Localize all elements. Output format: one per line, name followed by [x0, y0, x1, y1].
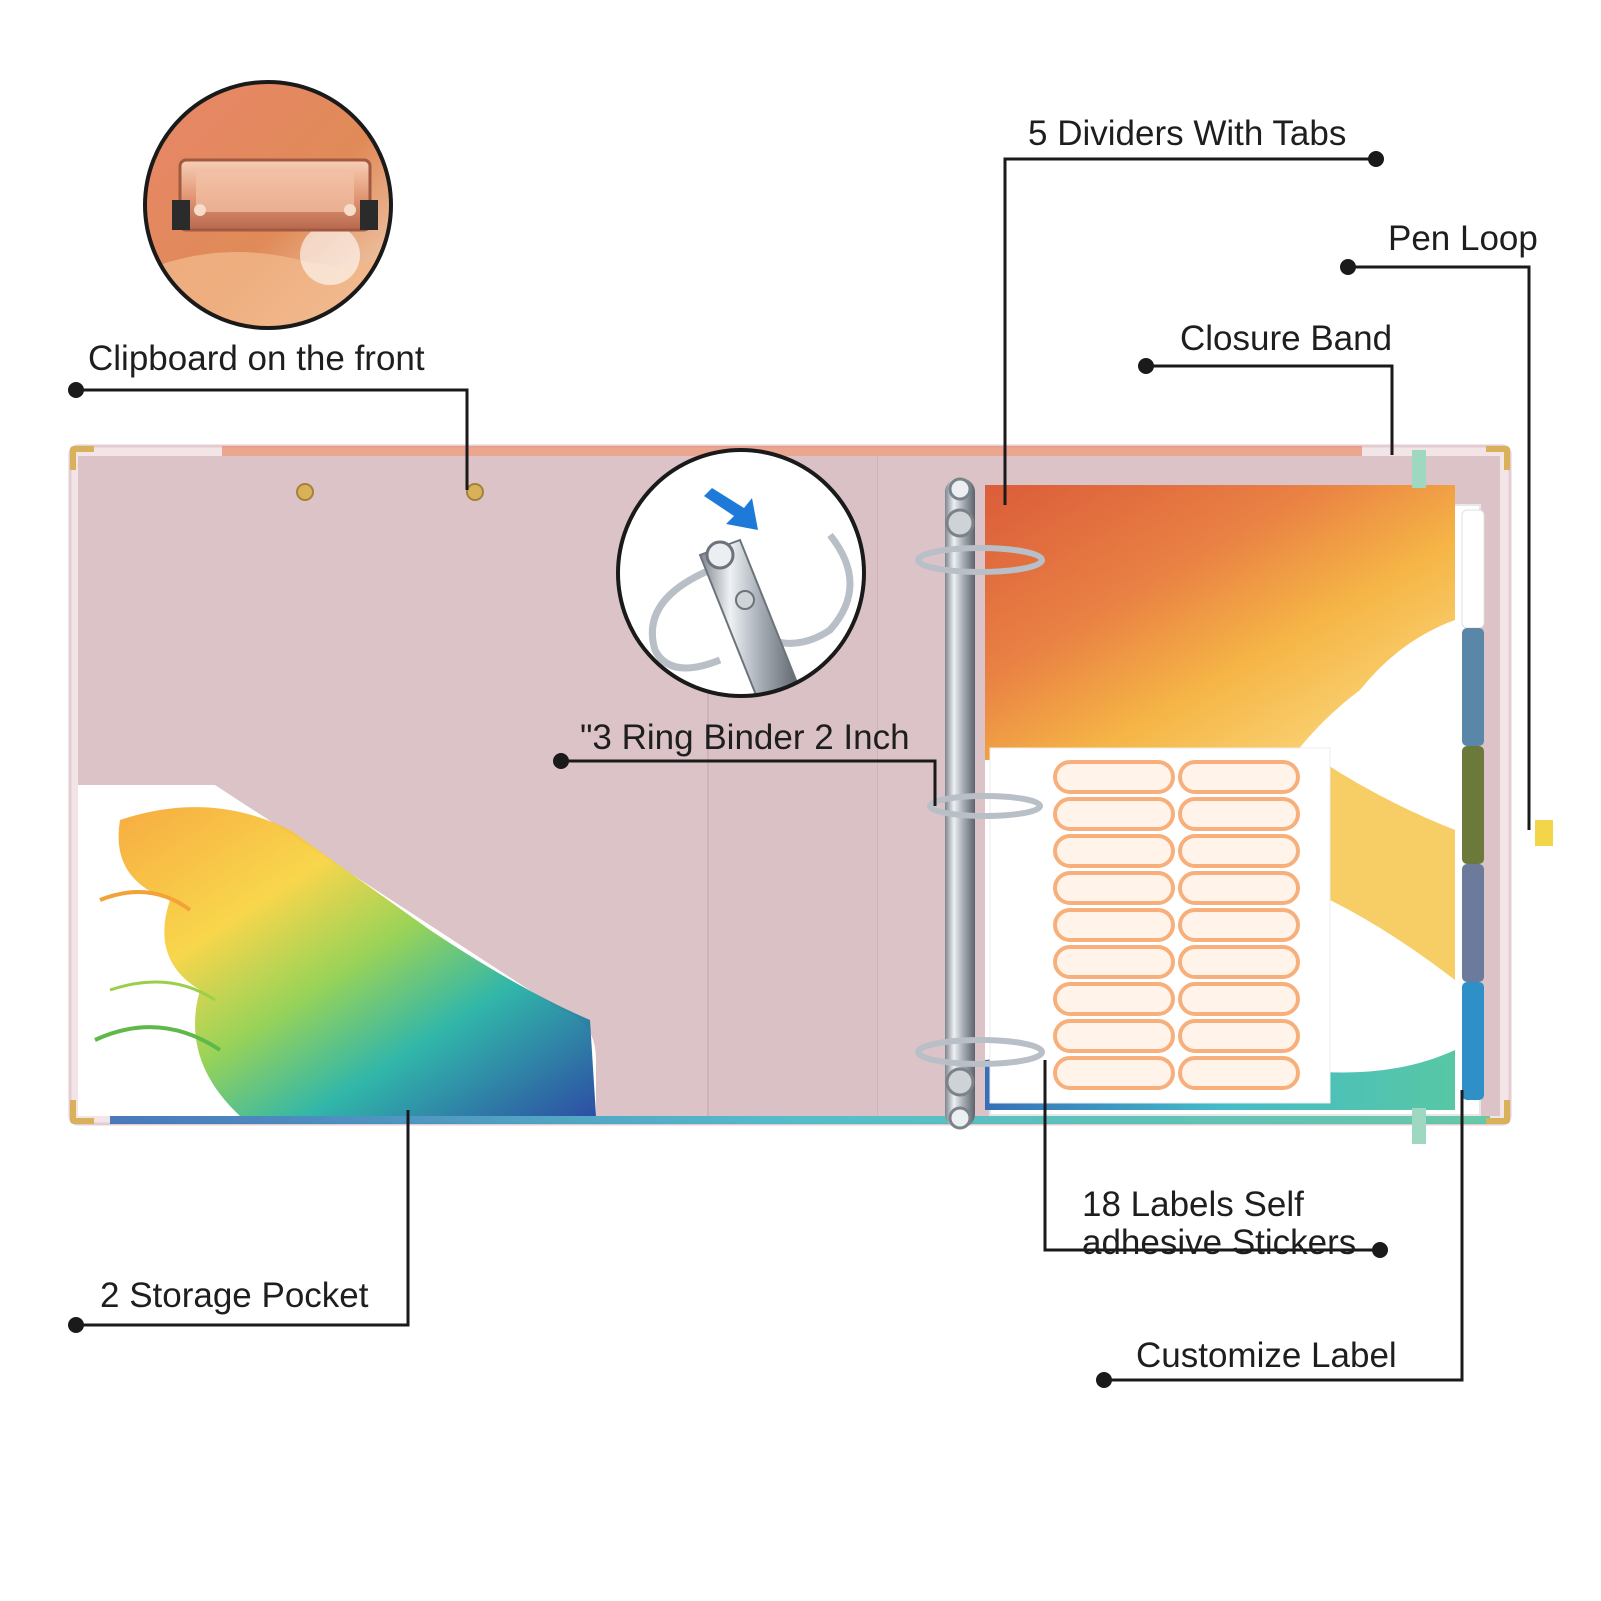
- callout-customize-label: Customize Label: [1136, 1336, 1397, 1375]
- clipboard-clip-icon: [172, 158, 378, 232]
- ring-inset: [616, 448, 866, 698]
- storage-pocket-watercolor: [118, 807, 597, 1116]
- press-arrow-icon: [704, 488, 758, 530]
- ring-bottom: [915, 1037, 1045, 1097]
- leader-labels: [1043, 1060, 1380, 1252]
- ring-top: [915, 508, 1045, 575]
- callout-storage-pocket: 2 Storage Pocket: [100, 1276, 369, 1315]
- leader-clipboard: [76, 388, 469, 490]
- sticker-label: [1178, 797, 1300, 831]
- ring-backplate: [945, 478, 975, 1128]
- closure-band-bottom: [1412, 1108, 1426, 1144]
- callout-clipboard: Clipboard on the front: [88, 339, 425, 378]
- clipboard-inset: [143, 80, 393, 330]
- sticker-grid: [1053, 760, 1300, 1090]
- leader-pen-loop: [1348, 265, 1531, 830]
- ring-rivet-top: [948, 477, 972, 501]
- divider-watercolor-right: [1320, 760, 1455, 980]
- sticker-label: [1178, 871, 1300, 905]
- sticker-label: [1178, 1019, 1300, 1053]
- ring-mechanism-icon: [648, 532, 854, 695]
- leader-customize-label: [1104, 1090, 1464, 1382]
- leader-dots: [68, 151, 1388, 1388]
- ring-middle: [927, 793, 1043, 819]
- sticker-label: [1053, 982, 1175, 1016]
- sticker-label: [1178, 760, 1300, 794]
- pen-loop: [1535, 820, 1553, 846]
- sticker-label: [1053, 760, 1175, 794]
- leader-dividers: [1003, 157, 1376, 505]
- gold-corner-bl: [70, 1100, 94, 1124]
- sticker-label: [1178, 945, 1300, 979]
- divider-tab-4: [1462, 864, 1484, 982]
- sticker-label: [1178, 908, 1300, 942]
- sticker-label: [1053, 1019, 1175, 1053]
- divider-tab-1: [1461, 509, 1485, 629]
- callout-labels-line2: adhesive Stickers: [1082, 1223, 1357, 1262]
- divider-watercolor-top: [985, 485, 1455, 760]
- callout-pen-loop: Pen Loop: [1388, 219, 1538, 258]
- leader-lines: [76, 157, 1531, 1382]
- gold-corner-tl: [70, 446, 94, 470]
- callout-labels: 18 Labels Self adhesive Stickers: [1082, 1186, 1402, 1262]
- sticker-label: [1053, 1056, 1175, 1090]
- callout-ring-binder: "3 Ring Binder 2 Inch: [580, 718, 910, 757]
- callout-labels-line1: 18 Labels Self: [1082, 1185, 1304, 1224]
- gold-corner-br: [1486, 1100, 1510, 1124]
- sticker-label: [1053, 908, 1175, 942]
- callout-closure-band: Closure Band: [1180, 319, 1393, 358]
- sticker-label: [1053, 945, 1175, 979]
- sticker-label: [1053, 871, 1175, 905]
- divider-tab-5: [1462, 982, 1484, 1100]
- cover-bottom-print: [110, 1114, 1490, 1124]
- sticker-label: [1053, 834, 1175, 868]
- callout-dividers: 5 Dividers With Tabs: [1028, 114, 1347, 153]
- gold-corner-tr: [1486, 446, 1510, 470]
- ring-rivet-bottom: [948, 1106, 972, 1130]
- leader-storage-pocket: [76, 1110, 410, 1327]
- clip-rivet-left: [296, 483, 314, 501]
- pocket-splatter-2: [94, 1025, 222, 1052]
- pocket-splatter-1: [99, 890, 192, 912]
- sticker-label: [1178, 982, 1300, 1016]
- divider-tab-2: [1462, 628, 1484, 746]
- leader-ring-binder: [561, 759, 937, 806]
- divider-tab-3: [1462, 746, 1484, 864]
- sticker-label: [1178, 834, 1300, 868]
- leader-closure-band: [1146, 364, 1394, 455]
- closure-band-top: [1412, 450, 1426, 488]
- sticker-label: [1053, 797, 1175, 831]
- clip-rivet-right: [466, 483, 484, 501]
- cover-top-print: [222, 446, 1362, 458]
- sticker-label: [1178, 1056, 1300, 1090]
- pocket-splatter-3: [109, 980, 216, 1002]
